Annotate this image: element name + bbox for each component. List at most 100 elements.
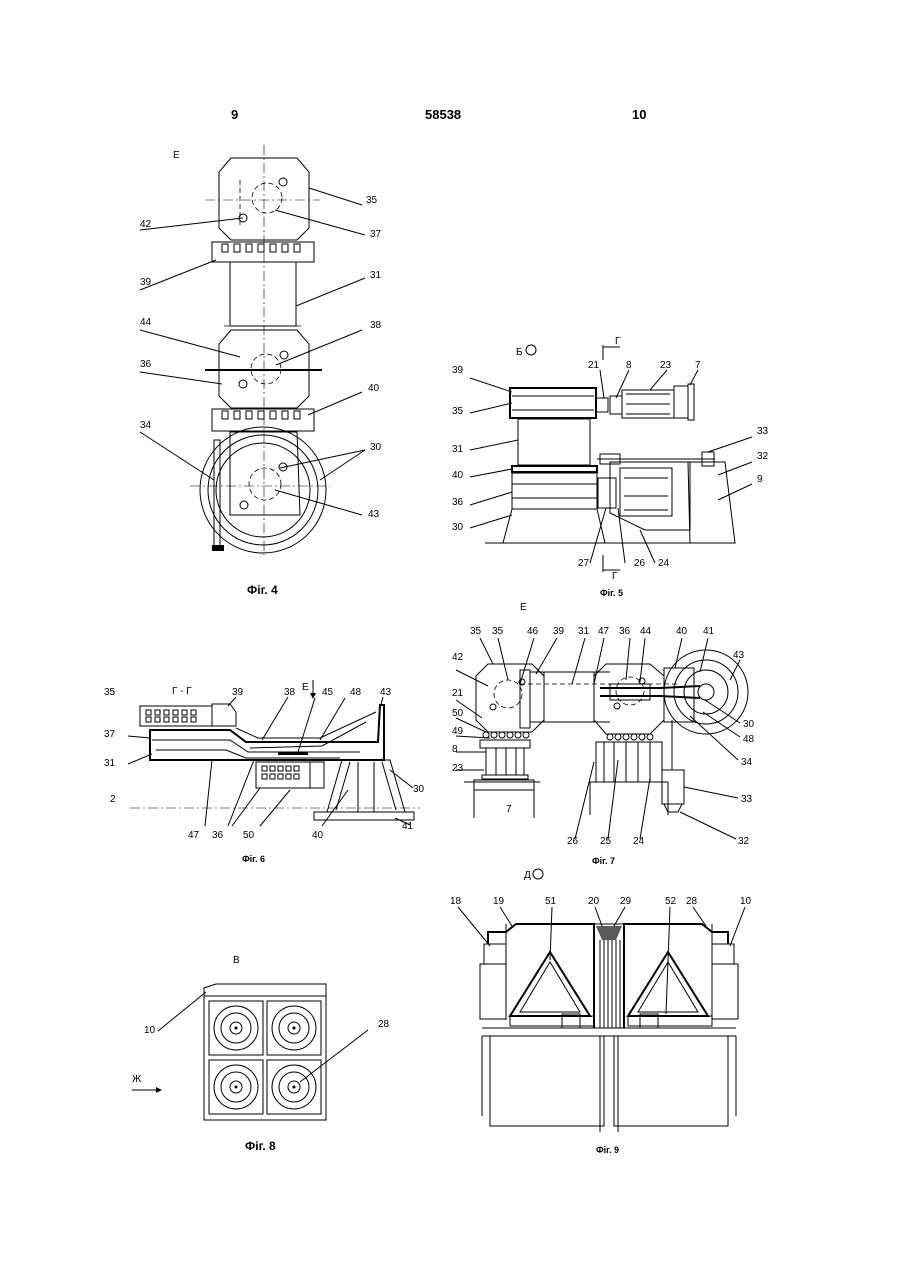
- fig9-label-10: 10: [740, 896, 752, 907]
- fig7-label-7: 7: [506, 804, 512, 815]
- fig6-label-45: 45: [322, 687, 334, 698]
- fig6-label-43: 43: [380, 687, 392, 698]
- fig4-caption: Фіг. 4: [247, 583, 278, 597]
- fig7-label-41: 41: [703, 626, 715, 637]
- fig7-label-49: 49: [452, 726, 464, 737]
- patent-number: 58538: [425, 107, 461, 122]
- fig6-label-2: 2: [110, 794, 116, 805]
- fig4-view-label: Е: [173, 150, 180, 161]
- fig4-label-31: 31: [370, 270, 382, 281]
- fig6-label-50: 50: [243, 830, 255, 841]
- figure-7: Е: [452, 602, 755, 866]
- fig7-view-label: Е: [520, 602, 527, 613]
- fig4-label-37: 37: [370, 229, 382, 240]
- fig7-label-8: 8: [452, 744, 458, 755]
- fig5-caption: Фіг. 5: [600, 588, 623, 598]
- fig4-label-39: 39: [140, 277, 152, 288]
- fig5-label-27: 27: [578, 558, 590, 569]
- fig5-label-23: 23: [660, 360, 672, 371]
- page-number-left: 9: [231, 107, 238, 122]
- fig6-label-41: 41: [402, 821, 414, 832]
- fig7-label-31: 31: [578, 626, 590, 637]
- fig9-view-label: Д: [524, 870, 531, 881]
- fig9-caption: Фіг. 9: [596, 1145, 619, 1155]
- fig7-label-24: 24: [633, 836, 645, 847]
- fig4-label-35: 35: [366, 195, 378, 206]
- fig7-caption: Фіг. 7: [592, 856, 615, 866]
- fig5-label-36: 36: [452, 497, 464, 508]
- figure-6: Г - Г Е: [104, 680, 425, 864]
- fig5-label-8: 8: [626, 360, 632, 371]
- fig4-label-40: 40: [368, 383, 380, 394]
- fig7-label-39: 39: [553, 626, 565, 637]
- fig6-label-37: 37: [104, 729, 116, 740]
- fig4-label-42: 42: [140, 219, 152, 230]
- fig6-label-30: 30: [413, 784, 425, 795]
- figure-5: Б Г Г: [452, 336, 769, 598]
- fig8-arrow-label: Ж: [132, 1074, 142, 1085]
- fig7-label-23: 23: [452, 763, 464, 774]
- fig7-label-44: 44: [640, 626, 652, 637]
- fig6-label-47: 47: [188, 830, 200, 841]
- fig7-label-46: 46: [527, 626, 539, 637]
- fig5-view-label: Б: [516, 347, 523, 358]
- fig8-label-28: 28: [378, 1019, 390, 1030]
- fig7-label-34: 34: [741, 757, 753, 768]
- fig6-section-label: Г - Г: [172, 686, 192, 697]
- fig9-label-18: 18: [450, 896, 462, 907]
- fig7-label-48: 48: [743, 734, 755, 745]
- fig5-label-40: 40: [452, 470, 464, 481]
- fig6-caption: Фіг. 6: [242, 854, 265, 864]
- fig7-label-35a: 35: [470, 626, 482, 637]
- fig9-label-19: 19: [493, 896, 505, 907]
- fig5-label-26: 26: [634, 558, 646, 569]
- fig5-section-mark-bottom: Г: [612, 571, 618, 582]
- fig7-label-33: 33: [741, 794, 753, 805]
- fig7-label-30: 30: [743, 719, 755, 730]
- fig4-label-38: 38: [370, 320, 382, 331]
- fig4-label-34: 34: [140, 420, 152, 431]
- fig8-label-10: 10: [144, 1025, 156, 1036]
- fig6-view-mark: Е: [302, 682, 309, 693]
- fig7-label-47: 47: [598, 626, 610, 637]
- fig5-label-32: 32: [757, 451, 769, 462]
- fig5-label-30: 30: [452, 522, 464, 533]
- figure-4: Е: [140, 145, 382, 597]
- fig7-label-36: 36: [619, 626, 631, 637]
- figure-8: В 10 28 Ж Фіг. 8: [132, 955, 390, 1153]
- fig7-label-32: 32: [738, 836, 750, 847]
- fig9-label-28: 28: [686, 896, 698, 907]
- figure-9: Д: [450, 869, 752, 1155]
- fig5-label-24: 24: [658, 558, 670, 569]
- fig9-label-29: 29: [620, 896, 632, 907]
- fig7-label-50: 50: [452, 708, 464, 719]
- fig7-label-21: 21: [452, 688, 464, 699]
- fig7-label-43: 43: [733, 650, 745, 661]
- fig7-label-40: 40: [676, 626, 688, 637]
- fig4-label-44: 44: [140, 317, 152, 328]
- fig6-label-40: 40: [312, 830, 324, 841]
- fig5-label-21: 21: [588, 360, 600, 371]
- fig5-label-39: 39: [452, 365, 464, 376]
- fig6-label-38: 38: [284, 687, 296, 698]
- fig9-label-51: 51: [545, 896, 557, 907]
- fig5-label-9: 9: [757, 474, 763, 485]
- fig7-label-25: 25: [600, 836, 612, 847]
- fig5-label-33: 33: [757, 426, 769, 437]
- fig6-label-35: 35: [104, 687, 116, 698]
- page-number-right: 10: [632, 107, 646, 122]
- fig9-label-52: 52: [665, 896, 677, 907]
- fig5-label-7: 7: [695, 360, 701, 371]
- fig7-label-26: 26: [567, 836, 579, 847]
- fig8-caption: Фіг. 8: [245, 1139, 276, 1153]
- fig6-label-31: 31: [104, 758, 116, 769]
- fig7-label-42: 42: [452, 652, 464, 663]
- fig4-label-36: 36: [140, 359, 152, 370]
- fig7-label-35b: 35: [492, 626, 504, 637]
- fig9-label-20: 20: [588, 896, 600, 907]
- fig5-section-mark: Г: [615, 336, 621, 347]
- fig4-label-30: 30: [370, 442, 382, 453]
- fig6-label-48: 48: [350, 687, 362, 698]
- fig5-label-35: 35: [452, 406, 464, 417]
